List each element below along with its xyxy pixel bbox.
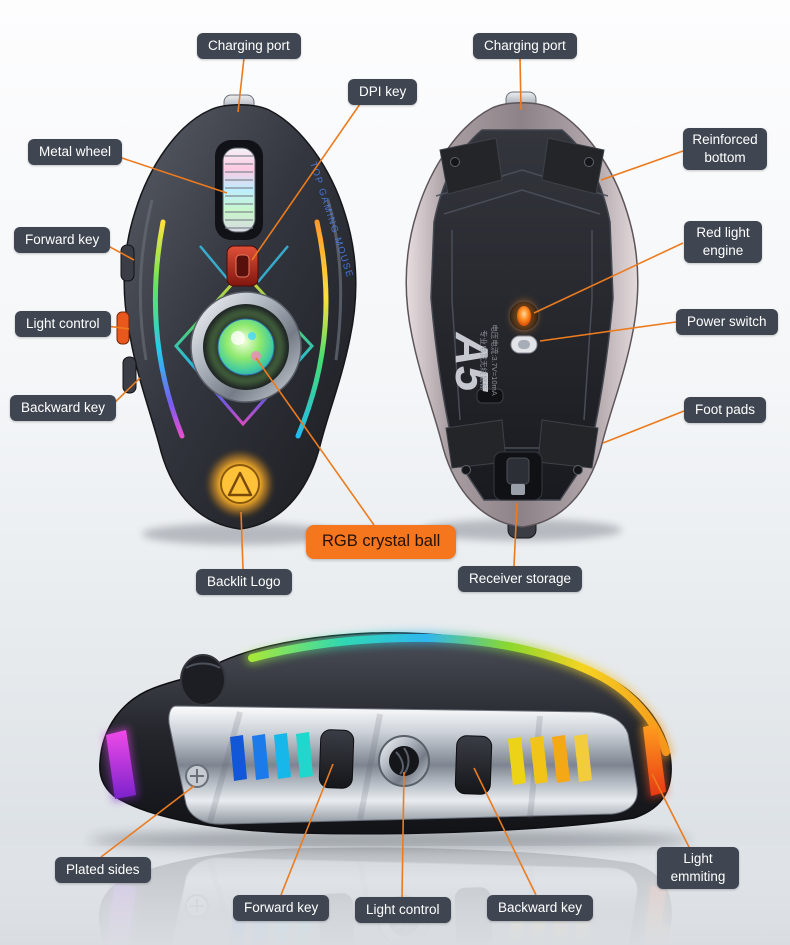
connector-metal-wheel (103, 151, 228, 194)
backlit-logo (220, 464, 260, 504)
side-backward-key (454, 735, 493, 795)
label-forward-key-side: Forward key (233, 895, 330, 921)
yellow-indicator-bars (508, 734, 592, 785)
side-forward-key (318, 729, 355, 789)
panel-screws (450, 157, 594, 475)
label-backward-key-top: Backward key (10, 395, 117, 421)
ball-sparkle-white (231, 331, 245, 345)
label-charging-port-right: Charging port (473, 33, 577, 59)
spec-text-2: 电压电流:3.7V=10mA (490, 324, 500, 395)
connector-light-control-side (401, 771, 405, 898)
foot-pad-top-right (541, 137, 605, 195)
mouse-side-view (99, 630, 673, 835)
rgb-chevron-accent (199, 245, 289, 283)
connector-dpi-key (251, 103, 361, 261)
ball-sparkle-pink (251, 351, 261, 361)
label-backward-key-side: Backward key (487, 895, 594, 921)
spec-text-1: 专业电竞无线鼠标 (479, 330, 489, 390)
right-shoulder-highlight (326, 199, 343, 361)
label-reinforced-bottom: Reinforced bottom (683, 128, 767, 170)
label-light-emmiting: Light emmiting (657, 847, 739, 889)
connector-charging-port-right (519, 57, 522, 111)
foot-pads (439, 137, 605, 469)
label-power-switch: Power switch (676, 309, 778, 335)
label-metal-wheel: Metal wheel (28, 139, 123, 165)
label-plated-sides: Plated sides (55, 857, 151, 883)
rainbow-light-strip (248, 633, 670, 756)
mouse-side-shadow (90, 829, 690, 851)
usb-receiver-tip (511, 484, 525, 495)
label-foot-pads: Foot pads (684, 397, 767, 423)
connector-receiver-storage (513, 502, 518, 567)
metal-wheel (222, 147, 256, 233)
connector-charging-port-left (237, 57, 245, 113)
side-scroll-wheel (180, 654, 226, 706)
label-red-light-engine: Red light engine (684, 221, 762, 263)
connector-backward-key-side (473, 767, 537, 896)
base-slot (476, 388, 504, 404)
rgb-crystal-ball (217, 318, 275, 376)
connector-power-switch (539, 321, 677, 342)
label-charging-port-left: Charging port (197, 33, 301, 59)
light-emitting-strip (643, 724, 666, 796)
logo-triangle-icon (227, 471, 253, 497)
mouse-top-view: TOP GAMING MOUSE (116, 94, 357, 545)
connector-rgb-crystal-ball (255, 357, 375, 526)
label-light-control-top: Light control (15, 311, 111, 337)
mouse-top-shadow (142, 523, 338, 545)
emblem-turbine-lines (395, 747, 410, 775)
connector-forward-key-side (280, 763, 334, 896)
label-receiver-storage: Receiver storage (458, 566, 583, 592)
rgb-strip-right (295, 219, 329, 439)
label-light-control-side: Light control (355, 897, 451, 923)
model-text: A5 (446, 332, 498, 393)
connector-foot-pads (602, 410, 685, 444)
connector-plated-sides (100, 785, 195, 858)
forward-key-button (120, 244, 135, 282)
power-switch-slider (518, 340, 530, 349)
label-dpi-key: DPI key (348, 79, 418, 105)
emblem-center (389, 746, 419, 776)
rgb-strip-left (152, 219, 185, 439)
blue-indicator-bars (230, 732, 313, 781)
crystal-ball-glow (208, 309, 284, 385)
red-light-engine-led (517, 306, 531, 326)
left-shoulder-highlight (138, 199, 154, 361)
connector-reinforced-bottom (600, 150, 684, 181)
connector-light-emmiting (651, 773, 691, 850)
usb-receiver (506, 457, 530, 485)
connector-red-light-engine (533, 242, 684, 314)
mouse-bottom-view: A5 专业电竞无线鼠标 电压电流:3.7V=10mA (405, 91, 639, 541)
dpi-key-slot (235, 254, 250, 278)
side-wheel-ridge (185, 662, 221, 669)
side-screw-cross (190, 769, 204, 783)
purple-glow-strip (106, 730, 136, 799)
foot-pad-top-left (439, 137, 503, 195)
label-forward-key-top: Forward key (14, 227, 111, 253)
label-backlit-logo: Backlit Logo (196, 569, 292, 595)
connector-backlit-logo (240, 511, 244, 570)
foot-pad-bottom-right (537, 419, 599, 469)
wheel-ridges (225, 155, 253, 229)
ball-sparkle-cyan (248, 332, 256, 340)
label-rgb-crystal-ball: RGB crystal ball (306, 525, 457, 559)
